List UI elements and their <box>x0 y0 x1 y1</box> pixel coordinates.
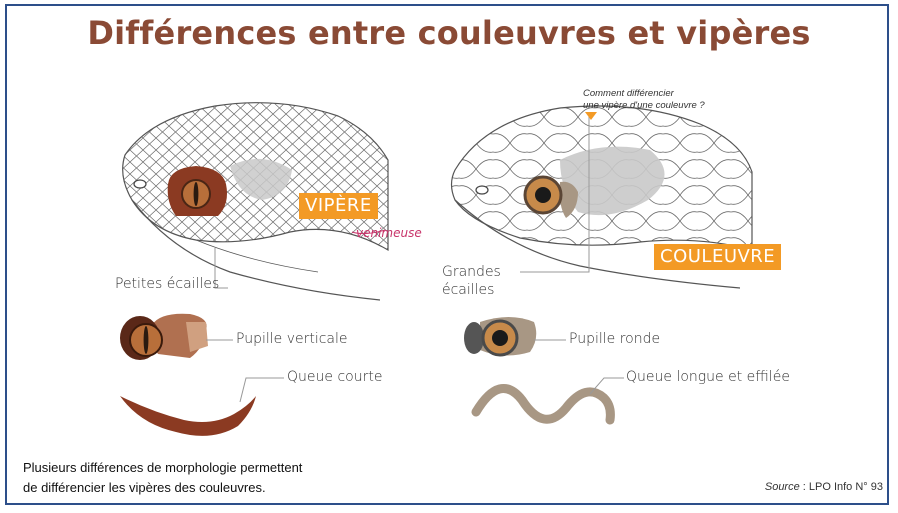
viper-nostril-icon <box>133 179 147 189</box>
grass-snake-head <box>450 105 753 289</box>
venomous-label: venimeuse <box>356 226 422 240</box>
viper-tail-icon <box>120 396 256 436</box>
viper-pupil-icon <box>120 313 208 360</box>
page-title: Différences entre couleuvres et vipères <box>87 14 811 52</box>
grass-snake-nostril-icon <box>475 185 489 195</box>
grass-snake-tail-icon <box>471 384 615 425</box>
viper-tag: VIPÈRE <box>299 193 378 219</box>
question-note: Comment différencier une vipère d'une co… <box>583 88 705 111</box>
long-tail-label: Queue longue et effilée <box>626 369 790 385</box>
round-pupil-label: Pupille ronde <box>569 331 661 347</box>
grass-snake-pupil-icon <box>464 317 537 357</box>
grass-snake-tag: COULEUVRE <box>654 244 782 270</box>
source-credit: Source : LPO Info N° 93 <box>764 481 883 493</box>
vertical-pupil-label: Pupille verticale <box>236 331 348 347</box>
small-scales-label: Petites écailles <box>115 276 220 292</box>
question-arrow-icon <box>585 112 597 120</box>
caption: Plusieurs différences de morphologie per… <box>23 460 303 495</box>
large-scales-label: Grandes écailles <box>442 264 501 298</box>
short-tail-label: Queue courte <box>287 369 383 385</box>
